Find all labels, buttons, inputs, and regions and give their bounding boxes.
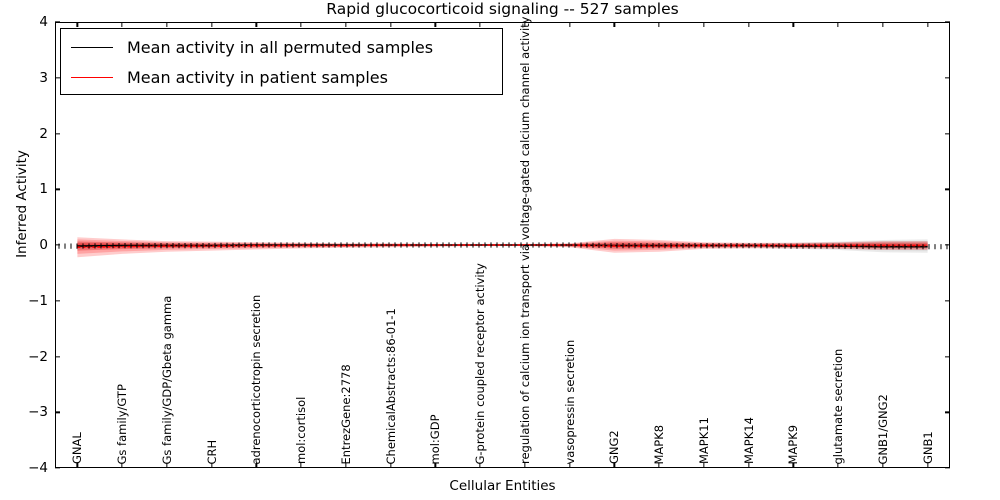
y-tick-mark (55, 132, 60, 135)
chart-title: Rapid glucocorticoid signaling -- 527 sa… (326, 0, 679, 18)
x-tick-mark (658, 463, 660, 468)
x-tick-mark (479, 463, 481, 468)
x-tick-mark (434, 22, 437, 27)
x-tick-mark (345, 463, 347, 468)
legend-entry-permuted: Mean activity in all permuted samples (71, 33, 433, 61)
y-tick-mark (945, 21, 950, 23)
x-tick-mark (882, 22, 884, 27)
y-tick-label: 3 (39, 69, 48, 86)
x-tick-mark (792, 22, 795, 27)
y-tick-mark (55, 411, 60, 413)
x-tick-mark (210, 22, 213, 27)
y-tick-mark (55, 188, 60, 190)
y-tick-mark (945, 132, 950, 135)
x-tick-mark (210, 463, 213, 468)
x-axis-label: Cellular Entities (449, 478, 556, 494)
x-tick-mark (747, 463, 750, 468)
legend-line-black (71, 46, 113, 48)
legend-line-red (71, 76, 113, 78)
y-tick-mark (55, 21, 60, 23)
x-tick-mark (76, 463, 79, 468)
y-tick-label: 2 (39, 125, 48, 142)
x-tick-mark (524, 22, 526, 27)
x-tick-mark (882, 463, 884, 468)
x-tick-mark (166, 463, 168, 468)
x-tick-mark (121, 22, 123, 27)
x-tick-mark (613, 22, 616, 27)
x-tick-mark (837, 463, 839, 468)
x-tick-mark (613, 463, 616, 468)
x-tick-mark (300, 22, 302, 27)
x-tick-mark (434, 463, 437, 468)
x-tick-mark (658, 22, 660, 27)
x-tick-mark (568, 22, 571, 27)
data-area (55, 22, 950, 468)
x-tick-mark (479, 22, 481, 27)
x-tick-mark (747, 22, 750, 27)
x-tick-mark (837, 22, 839, 27)
x-tick-mark (255, 463, 258, 468)
y-tick-label: 1 (39, 181, 48, 198)
x-tick-mark (568, 463, 571, 468)
x-tick-mark (76, 22, 79, 27)
legend-entry-patient: Mean activity in patient samples (71, 63, 388, 91)
y-tick-mark (945, 411, 950, 413)
y-tick-label: −4 (28, 460, 48, 476)
y-tick-label: −3 (28, 404, 48, 421)
y-tick-mark (55, 355, 60, 358)
x-tick-mark (524, 463, 526, 468)
chart-legend: Mean activity in all permuted samples Me… (60, 28, 503, 95)
y-tick-label: 4 (39, 14, 48, 30)
permutation-sample-ticks (58, 242, 948, 250)
y-tick-label: −2 (28, 348, 48, 365)
x-tick-mark (255, 22, 258, 27)
x-tick-mark (926, 463, 929, 468)
x-tick-mark (792, 463, 795, 468)
y-tick-mark (945, 77, 950, 79)
y-tick-mark (55, 467, 60, 469)
y-tick-mark (55, 300, 60, 302)
y-tick-mark (945, 300, 950, 302)
y-tick-mark (55, 77, 60, 79)
x-tick-mark (345, 22, 347, 27)
x-tick-mark (166, 22, 168, 27)
legend-label-patient: Mean activity in patient samples (127, 67, 388, 87)
x-tick-mark (300, 463, 302, 468)
x-tick-mark (389, 463, 392, 468)
y-tick-label: −1 (28, 292, 48, 309)
x-tick-mark (703, 22, 705, 27)
y-tick-label: 0 (39, 237, 48, 253)
series-plot (58, 237, 948, 258)
legend-label-permuted: Mean activity in all permuted samples (127, 37, 434, 57)
x-tick-mark (703, 463, 705, 468)
y-tick-mark (945, 355, 950, 358)
x-tick-mark (389, 22, 392, 27)
patient-confidence-band (77, 239, 928, 254)
x-tick-mark (926, 22, 929, 27)
y-tick-mark (945, 467, 950, 469)
x-tick-mark (121, 463, 123, 468)
patient-confidence-band (77, 237, 928, 258)
y-tick-mark (945, 188, 950, 190)
y-tick-mark (55, 244, 60, 246)
